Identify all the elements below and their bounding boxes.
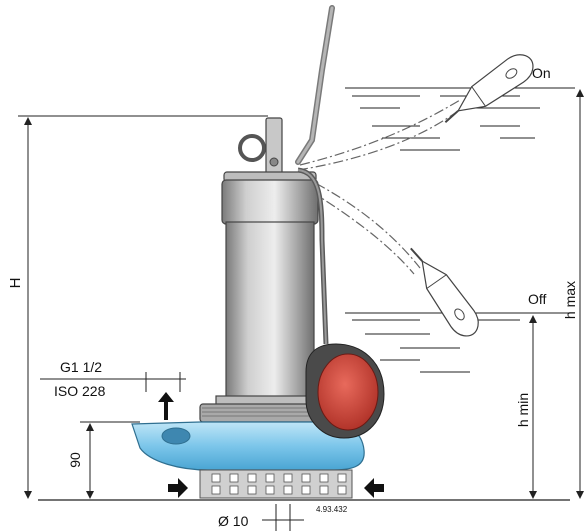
label-on: On (532, 65, 551, 81)
thread-width-marker (145, 372, 181, 392)
float-switch-off-position (410, 247, 479, 337)
dimension-h-total (18, 115, 268, 499)
suction-strainer (199, 469, 353, 499)
float-switch-on-position (444, 54, 534, 123)
motor-housing (199, 171, 321, 423)
float-cable-on (299, 99, 461, 166)
label-h-min: h min (515, 393, 531, 427)
float-switch (305, 343, 385, 439)
label-standard: ISO 228 (54, 383, 106, 399)
label-off: Off (528, 291, 547, 307)
strainer-hole-marker (262, 504, 304, 531)
label-thread: G1 1/2 (60, 359, 102, 375)
label-h-max: h max (562, 281, 578, 319)
label-drawing-code: 4.93.432 (316, 505, 348, 514)
label-outlet-height: 90 (67, 452, 83, 468)
dimension-outlet-height (80, 421, 140, 499)
label-h-total: H (7, 278, 24, 289)
label-strainer-hole: Ø 10 (218, 513, 249, 529)
water-surface-high (345, 87, 575, 151)
pump-casing (131, 421, 365, 471)
outlet-flow-arrow (158, 392, 174, 420)
inlet-arrow-right (364, 478, 384, 498)
inlet-arrow-left (168, 478, 188, 498)
